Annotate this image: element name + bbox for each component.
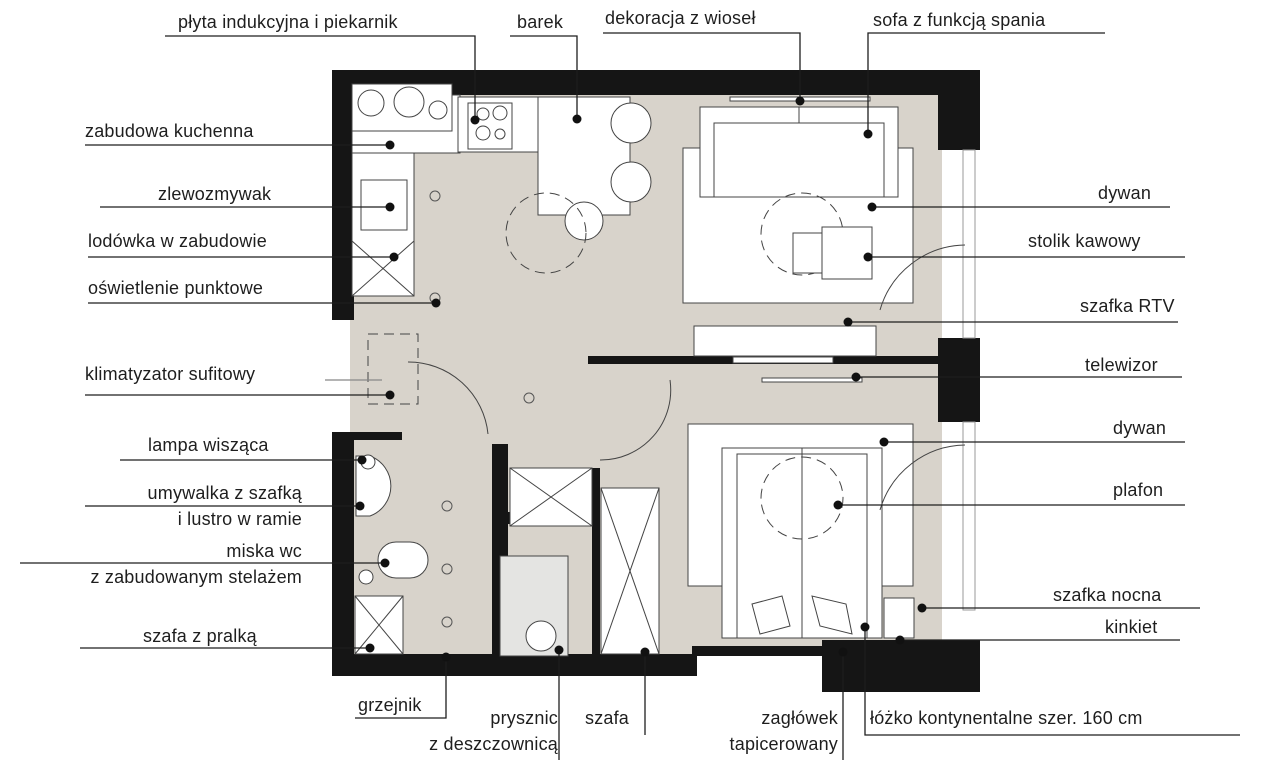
label-pendant-lamp: lampa wisząca	[148, 435, 269, 455]
label-headboard-line1: zagłówek	[761, 708, 838, 728]
label-coffee-table: stolik kawowy	[1028, 231, 1141, 251]
label-wc-line1: miska wc	[226, 541, 302, 561]
label-sink: zlewozmywak	[158, 184, 272, 204]
label-wardrobe: szafa	[585, 708, 630, 728]
label-wall-lamp: kinkiet	[1105, 617, 1158, 637]
leader-lines	[20, 32, 1240, 760]
label-rug-living: dywan	[1098, 183, 1152, 203]
bathroom	[354, 333, 660, 657]
bedroom	[599, 379, 966, 639]
label-headboard-line2: tapicerowany	[729, 734, 838, 754]
label-nightstand: szafka nocna	[1053, 585, 1162, 605]
label-fridge: lodówka w zabudowie	[88, 231, 267, 251]
leader-dots	[355, 96, 927, 662]
label-shower: prysznic z deszczownicą	[429, 705, 558, 757]
label-washer-wardrobe: szafa z pralką	[143, 626, 257, 646]
label-bar: barek	[517, 12, 564, 32]
label-washbasin: umywalka z szafką i lustro w ramie	[148, 480, 302, 532]
label-ceiling-light: plafon	[1113, 480, 1164, 500]
label-washbasin-line1: umywalka z szafką	[147, 483, 302, 503]
label-radiator: grzejnik	[358, 695, 422, 715]
label-spotlights: oświetlenie punktowe	[88, 278, 264, 298]
label-headboard: zagłówek tapicerowany	[730, 705, 838, 757]
label-rug-bedroom: dywan	[1113, 418, 1167, 438]
label-bed: łóżko kontynentalne szer. 160 cm	[870, 708, 1143, 728]
label-washbasin-line2: i lustro w ramie	[177, 509, 302, 529]
kitchen	[351, 83, 652, 297]
label-tv: telewizor	[1085, 355, 1158, 375]
label-wc-line2: z zabudowanym stelażem	[90, 567, 302, 587]
windows	[962, 149, 976, 611]
label-air-conditioner: klimatyzator sufitowy	[85, 364, 256, 384]
label-tv-cabinet: szafka RTV	[1080, 296, 1175, 316]
label-hob-oven: płyta indukcyjna i piekarnik	[178, 12, 398, 32]
label-sofa-bed: sofa z funkcją spania	[873, 10, 1046, 30]
label-kitchen-units: zabudowa kuchenna	[85, 121, 254, 141]
living-room	[682, 96, 966, 383]
label-wc: miska wc z zabudowanym stelażem	[91, 538, 303, 590]
label-shower-line2: z deszczownicą	[429, 734, 558, 754]
label-oar-decor: dekoracja z wioseł	[605, 8, 756, 28]
label-shower-line1: prysznic	[490, 708, 558, 728]
